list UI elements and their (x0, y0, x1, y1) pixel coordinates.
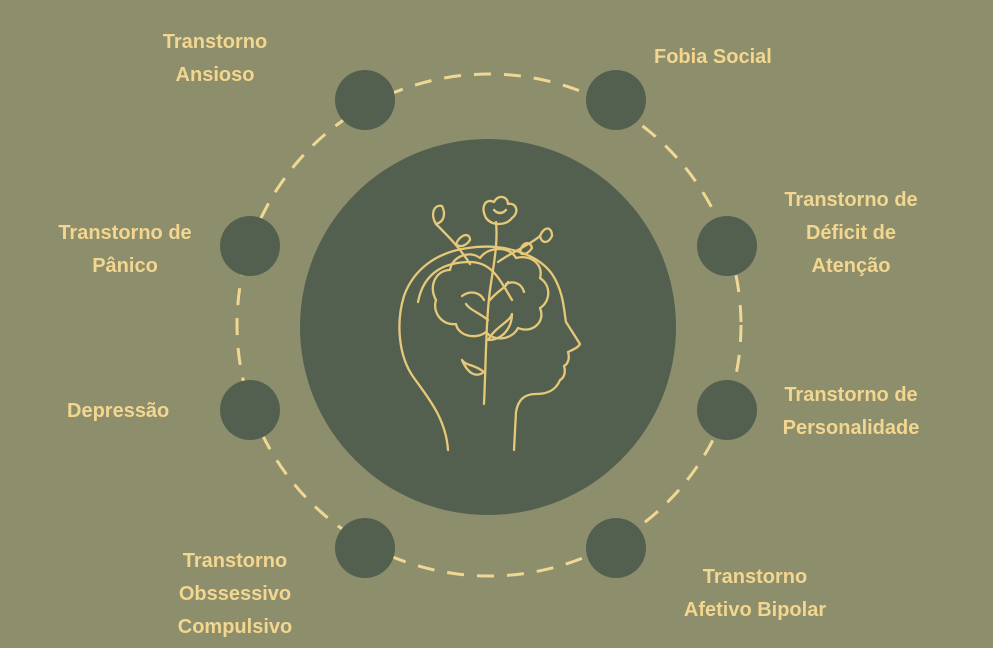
label-bipolar-line-2: Afetivo Bipolar (683, 599, 827, 621)
label-bipolar-line-1: Transtorno (702, 566, 808, 588)
label-ocd-line-1: Transtorno (182, 550, 288, 572)
label-panic-line-2: Pânico (92, 255, 158, 277)
dashed-ring (235, 72, 743, 578)
label-adhd-line-3: Atenção (811, 255, 891, 277)
label-adhd-line-1: Transtorno de (784, 189, 918, 211)
label-panic: Transtorno de Pânico (40, 217, 210, 283)
label-bipolar: Transtorno Afetivo Bipolar (665, 561, 845, 627)
node-social-phobia[interactable] (586, 70, 646, 130)
head-with-flowers-icon (398, 195, 582, 452)
label-anxiety: Transtorno Ansioso (140, 26, 290, 92)
node-bipolar[interactable] (586, 518, 646, 578)
label-ocd: Transtorno Obssessivo Compulsivo (160, 545, 310, 644)
node-ocd[interactable] (335, 518, 395, 578)
node-anxiety[interactable] (335, 70, 395, 130)
label-social-phobia-line-1: Fobia Social (654, 46, 772, 68)
label-adhd-line-2: Déficit de (805, 222, 897, 244)
label-ocd-line-3: Compulsivo (177, 616, 293, 638)
label-personality-line-2: Personalidade (782, 417, 920, 439)
node-depression[interactable] (220, 380, 280, 440)
label-depression-line-1: Depressão (67, 400, 170, 422)
node-adhd[interactable] (697, 216, 757, 276)
label-social-phobia: Fobia Social (654, 41, 772, 74)
node-panic[interactable] (220, 216, 280, 276)
label-personality: Transtorno de Personalidade (766, 379, 936, 445)
label-panic-line-1: Transtorno de (58, 222, 192, 244)
label-adhd: Transtorno de Déficit de Atenção (766, 184, 936, 283)
label-anxiety-line-1: Transtorno (162, 31, 268, 53)
label-personality-line-1: Transtorno de (784, 384, 918, 406)
node-personality[interactable] (697, 380, 757, 440)
label-anxiety-line-2: Ansioso (175, 64, 255, 86)
label-ocd-line-2: Obssessivo (178, 583, 292, 605)
label-depression: Depressão (67, 395, 169, 428)
